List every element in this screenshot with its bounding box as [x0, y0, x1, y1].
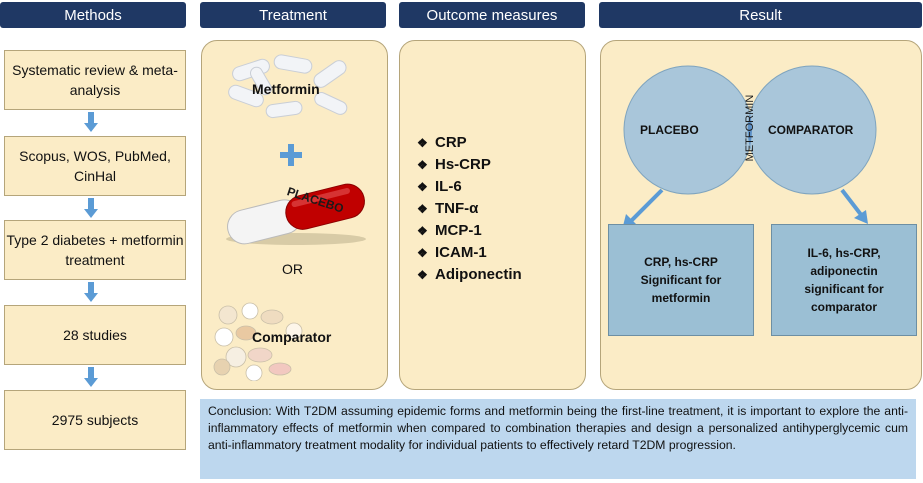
right-result-arrow — [840, 188, 864, 218]
diamond-bullet-icon: ❖ — [417, 268, 428, 282]
result-header: Result — [599, 2, 922, 28]
treatment-header: Treatment — [200, 2, 386, 28]
diamond-bullet-icon: ❖ — [417, 136, 428, 150]
metformin-vertical-label: METFORMIN — [744, 94, 756, 162]
metformin-pills-icon — [228, 54, 348, 119]
result-box-metformin: CRP, hs-CRP Significant for metformin — [608, 224, 754, 336]
outcome-list: ❖CRP ❖Hs-CRP ❖IL-6 ❖TNF-α ❖MCP-1 ❖ICAM-1… — [417, 132, 522, 286]
comparator-pills-icon — [213, 302, 303, 381]
outcome-panel — [399, 40, 586, 390]
method-step-4: 28 studies — [4, 305, 186, 365]
method-step-2: Scopus, WOS, PubMed, CinHal — [4, 136, 186, 196]
plus-icon — [280, 144, 302, 166]
left-result-arrow — [628, 188, 664, 224]
venn-diagram — [622, 65, 877, 230]
down-arrow-icon — [84, 367, 98, 387]
down-arrow-icon — [84, 282, 98, 302]
outcome-item: ❖MCP-1 — [417, 220, 522, 242]
outcome-item: ❖Hs-CRP — [417, 154, 522, 176]
diamond-bullet-icon: ❖ — [417, 224, 428, 238]
outcome-item: ❖Adiponectin — [417, 264, 522, 286]
placebo-label: PLACEBO — [640, 123, 699, 137]
method-step-3: Type 2 diabetes + metformin treatment — [4, 220, 186, 280]
metformin-label: Metformin — [252, 81, 320, 97]
methods-header: Methods — [0, 2, 186, 28]
diamond-bullet-icon: ❖ — [417, 180, 428, 194]
outcome-item: ❖TNF-α — [417, 198, 522, 220]
conclusion-text: Conclusion: With T2DM assuming epidemic … — [200, 399, 916, 479]
comparator-label: Comparator — [252, 329, 332, 345]
outcome-header: Outcome measures — [399, 2, 585, 28]
outcome-item: ❖CRP — [417, 132, 522, 154]
outcome-item: ❖ICAM-1 — [417, 242, 522, 264]
diamond-bullet-icon: ❖ — [417, 246, 428, 260]
down-arrow-icon — [84, 198, 98, 218]
down-arrow-icon — [84, 112, 98, 132]
or-label: OR — [282, 261, 303, 277]
result-box-comparator: IL-6, hs-CRP, adiponectin significant fo… — [771, 224, 917, 336]
outcome-item: ❖IL-6 — [417, 176, 522, 198]
placebo-capsule-icon — [226, 183, 366, 245]
diamond-bullet-icon: ❖ — [417, 158, 428, 172]
method-step-1: Systematic review & meta-analysis — [4, 50, 186, 110]
treatment-panel: Metformin PLACEBO OR Comparator — [201, 40, 388, 390]
method-step-5: 2975 subjects — [4, 390, 186, 450]
comparator-result-label: COMPARATOR — [768, 123, 854, 137]
diamond-bullet-icon: ❖ — [417, 202, 428, 216]
